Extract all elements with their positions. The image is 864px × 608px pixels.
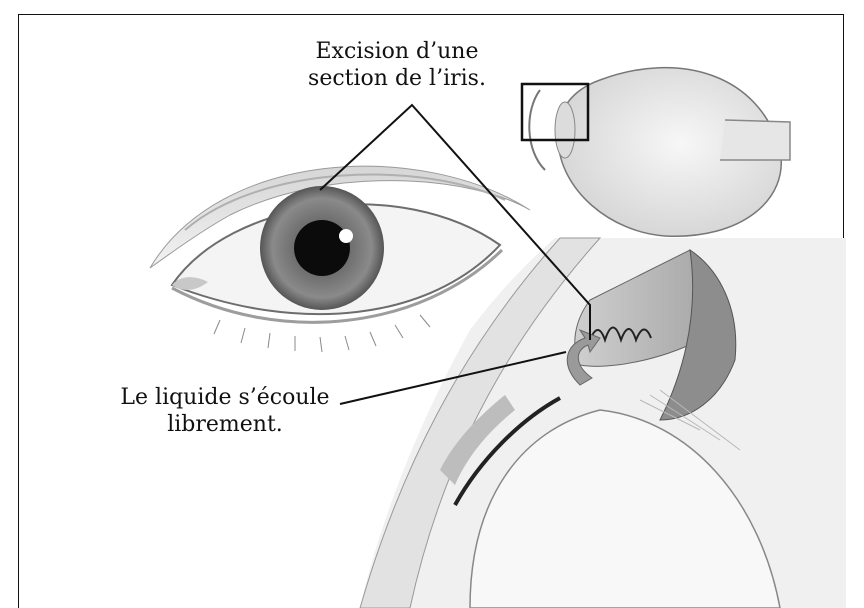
external-eye [150, 166, 530, 352]
pupil-highlight [339, 229, 353, 243]
flow-label: Le liquide s’écoule librement. [90, 384, 360, 438]
flow-label-line2: librement. [90, 411, 360, 438]
excision-label-line2: section de l’iris. [262, 65, 532, 92]
magnified-section [360, 238, 846, 608]
excision-label: Excision d’une section de l’iris. [262, 38, 532, 92]
flow-label-line1: Le liquide s’écoule [90, 384, 360, 411]
eyeball-cross-section [522, 68, 790, 237]
cornea-bulge [529, 90, 545, 170]
excision-label-line1: Excision d’une [262, 38, 532, 65]
optic-nerve [720, 120, 790, 160]
lens-small [555, 102, 575, 158]
eyelashes [214, 315, 430, 352]
pupil [294, 220, 350, 276]
